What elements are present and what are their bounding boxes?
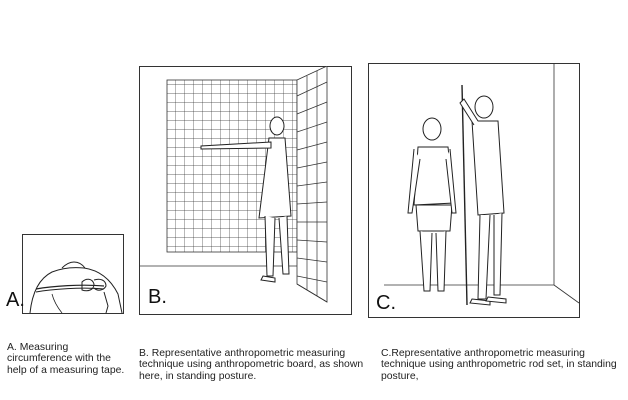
- caption-a: A. Measuring circumference with the help…: [7, 342, 125, 376]
- measuring-tape-torso-illustration: [22, 234, 124, 314]
- anthropometric-rod-illustration: [368, 63, 580, 318]
- anthropometric-board-illustration: [139, 66, 352, 315]
- panel-a: A.: [6, 234, 124, 314]
- panel-letter: A.: [6, 289, 25, 311]
- caption-c: C.Representative anthropometric measurin…: [381, 348, 617, 382]
- caption-b: B. Representative anthropometric measuri…: [139, 348, 364, 382]
- panel-c: C.: [368, 63, 580, 318]
- panel-b: B.: [139, 66, 352, 315]
- panel-letter: B.: [148, 286, 167, 308]
- panel-letter: C.: [376, 292, 396, 314]
